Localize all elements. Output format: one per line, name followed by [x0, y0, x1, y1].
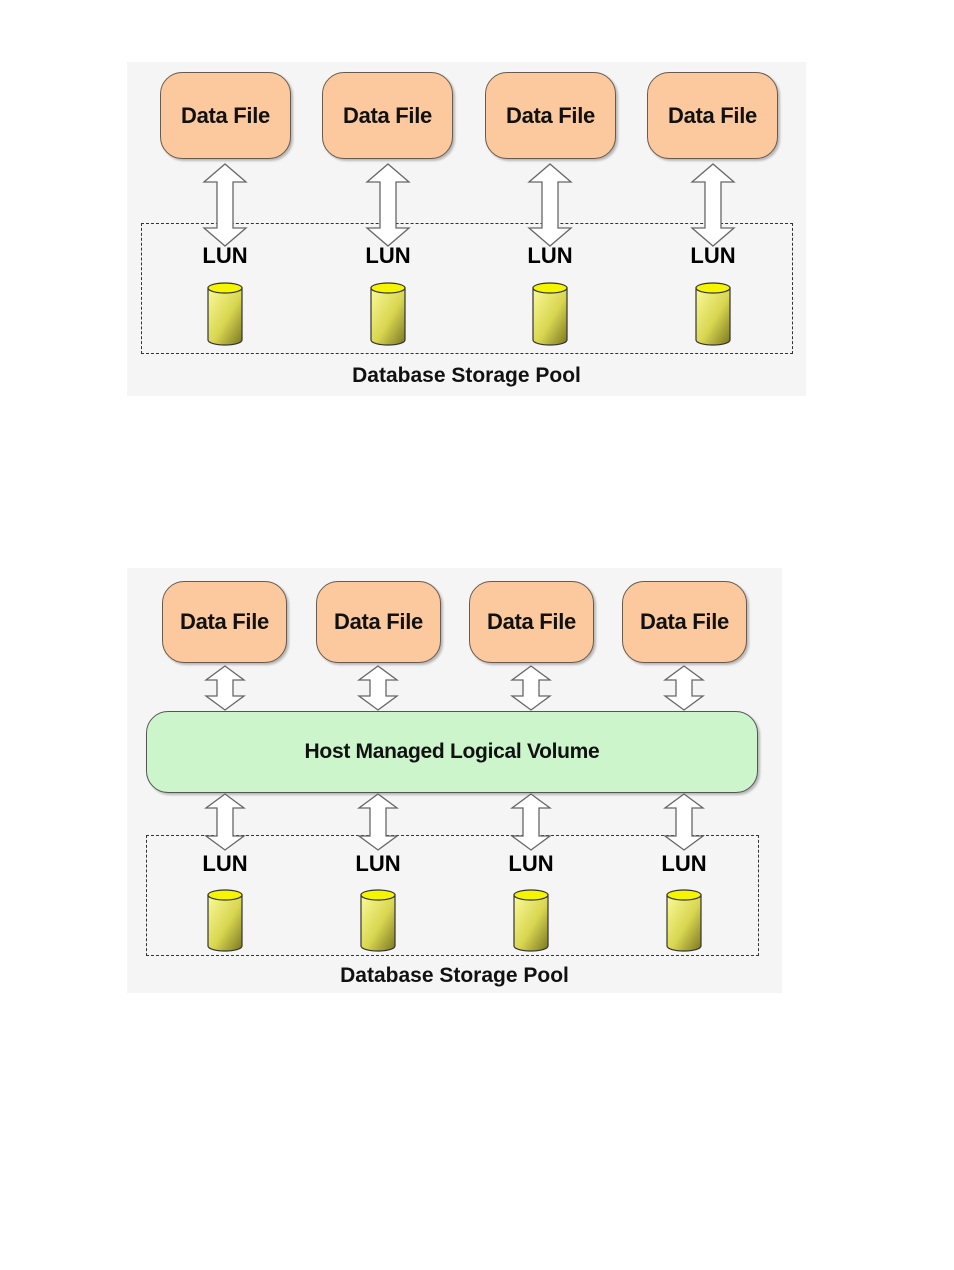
disks-layer — [127, 568, 782, 993]
disk-cylinder-icon — [371, 283, 405, 345]
pool-caption: Database Storage Pool — [127, 964, 782, 988]
disk-cylinder-icon — [667, 890, 701, 951]
diagram-direct-lun: Data File Data File Data File Data File … — [127, 62, 806, 396]
disk-cylinder-icon — [208, 283, 242, 345]
disk-cylinder-icon — [208, 890, 242, 951]
disk-cylinder-icon — [361, 890, 395, 951]
disks-layer — [127, 62, 806, 396]
diagram-logical-volume: Data File Data File Data File Data File … — [127, 568, 782, 993]
pool-caption: Database Storage Pool — [127, 364, 806, 388]
disk-cylinder-icon — [533, 283, 567, 345]
disk-cylinder-icon — [696, 283, 730, 345]
disk-cylinder-icon — [514, 890, 548, 951]
